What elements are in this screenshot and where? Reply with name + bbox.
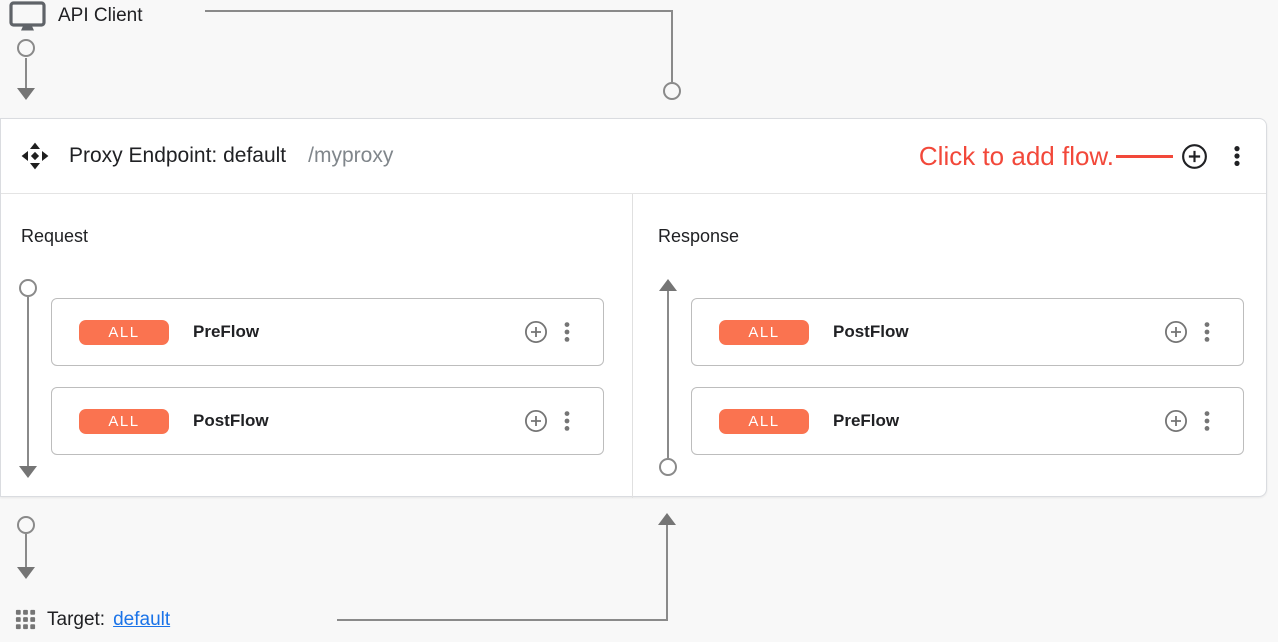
condition-badge: ALL <box>79 408 169 434</box>
target-label: Target: <box>47 608 106 630</box>
flow-name: PreFlow <box>833 411 900 430</box>
proxy-endpoint-header: Proxy Endpoint: default /myproxy Click t… <box>1 119 1266 194</box>
proxy-endpoint-card: Proxy Endpoint: default /myproxy Click t… <box>0 118 1267 498</box>
request-flow-start-circle <box>19 279 37 297</box>
request-panel-label: Request <box>21 226 89 246</box>
response-flow-start-circle <box>659 458 677 476</box>
move-icon <box>21 142 49 170</box>
proxy-to-target-circle <box>17 516 35 534</box>
response-preflow-card[interactable]: ALL PreFlow <box>691 387 1244 455</box>
flow-name: PreFlow <box>193 322 260 341</box>
flow-menu-button[interactable] <box>1201 408 1213 434</box>
connector-top-horizontal <box>205 10 673 12</box>
request-flow-line <box>27 297 29 466</box>
add-flow-button[interactable] <box>1181 143 1208 170</box>
add-policy-button[interactable] <box>524 320 548 344</box>
target-return-arrow <box>658 513 676 525</box>
condition-badge: ALL <box>79 319 169 345</box>
connector-top-endpoint-circle <box>663 82 681 100</box>
add-policy-button[interactable] <box>1164 409 1188 433</box>
add-flow-annotation: Click to add flow. <box>918 140 1114 171</box>
add-policy-button[interactable] <box>524 409 548 433</box>
flow-name: PostFlow <box>833 322 909 341</box>
condition-badge: ALL <box>719 408 809 434</box>
proxy-to-target-arrow <box>17 567 35 579</box>
target-row: Target: default <box>14 608 170 631</box>
flow-menu-button[interactable] <box>561 319 573 345</box>
response-flow-arrow <box>659 279 677 291</box>
proxy-endpoint-title: Proxy Endpoint: default <box>69 144 287 167</box>
connector-top-vertical <box>671 10 673 82</box>
api-client-flow-arrow <box>17 88 35 100</box>
target-default-link[interactable]: default <box>113 608 171 630</box>
target-return-horizontal <box>337 619 668 621</box>
response-flow-line <box>667 291 669 458</box>
request-flow-arrow <box>19 466 37 478</box>
response-panel-label: Response <box>658 226 740 246</box>
grid-icon <box>14 608 37 631</box>
proxy-to-target-line <box>25 534 27 567</box>
proxy-endpoint-menu-button[interactable] <box>1230 142 1244 170</box>
condition-badge: ALL <box>719 319 809 345</box>
annotation-pointer-line <box>1116 154 1173 158</box>
response-postflow-card[interactable]: ALL PostFlow <box>691 298 1244 366</box>
api-client-flow-circle <box>17 39 35 57</box>
api-client-flow-line <box>25 58 27 88</box>
request-preflow-card[interactable]: ALL PreFlow <box>51 298 604 366</box>
add-policy-button[interactable] <box>1164 320 1188 344</box>
request-response-divider <box>632 194 633 498</box>
target-return-vertical <box>666 525 668 619</box>
proxy-endpoint-base-path: /myproxy <box>308 144 394 167</box>
request-postflow-card[interactable]: ALL PostFlow <box>51 387 604 455</box>
api-client-label: API Client <box>58 5 143 26</box>
flow-menu-button[interactable] <box>561 408 573 434</box>
flow-menu-button[interactable] <box>1201 319 1213 345</box>
flow-name: PostFlow <box>193 411 269 430</box>
monitor-icon <box>9 1 46 37</box>
